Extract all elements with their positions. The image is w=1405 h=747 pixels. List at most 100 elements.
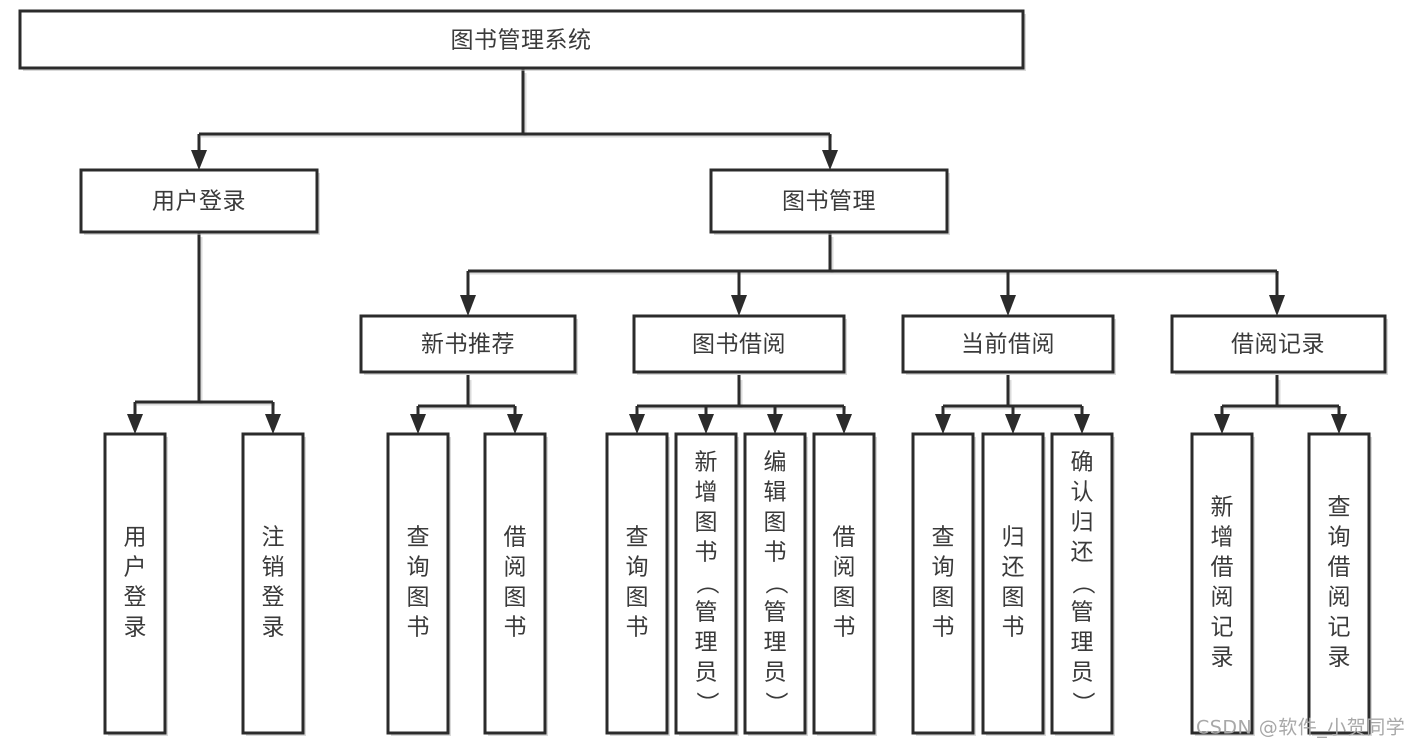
label-char: 理 bbox=[1071, 630, 1094, 656]
edge-borrowrecord-to-leaves bbox=[1214, 375, 1347, 434]
label-char: 查 bbox=[626, 525, 649, 551]
label-char: 询 bbox=[1328, 525, 1351, 551]
label-char: 图 bbox=[504, 585, 527, 611]
label-char: 新 bbox=[695, 450, 718, 476]
edge-userlogin-to-leaves bbox=[127, 232, 281, 434]
label-char: 记 bbox=[1328, 615, 1351, 641]
label-char: 归 bbox=[1002, 525, 1025, 551]
label-char: 编 bbox=[764, 450, 787, 476]
label-char: 归 bbox=[1071, 510, 1094, 536]
label-char: 图 bbox=[932, 585, 955, 611]
label-char: ） bbox=[694, 692, 720, 715]
node-new-book-recommend-label: 新书推荐 bbox=[421, 332, 515, 358]
label-char: 图 bbox=[407, 585, 430, 611]
label-char: 借 bbox=[504, 525, 527, 551]
label-char: 管 bbox=[1071, 600, 1094, 626]
label-char: 管 bbox=[695, 600, 718, 626]
label-char: 书 bbox=[833, 615, 856, 641]
label-char: ） bbox=[763, 692, 789, 715]
node-root-book-management-system[interactable]: 图书管理系统 bbox=[18, 9, 1026, 71]
leaf-node-user-login[interactable]: 用户登录 bbox=[103, 432, 168, 736]
label-char: 确 bbox=[1071, 450, 1094, 476]
node-current-borrow[interactable]: 当前借阅 bbox=[901, 314, 1116, 375]
csdn-watermark: CSDN @软件_小贺同学 bbox=[1196, 717, 1405, 739]
node-current-borrow-label: 当前借阅 bbox=[961, 332, 1055, 358]
label-char: 增 bbox=[1211, 525, 1234, 551]
label-char: 录 bbox=[124, 615, 147, 641]
label-char: 认 bbox=[1071, 480, 1094, 506]
label-char: 图 bbox=[764, 510, 787, 536]
label-char: 员 bbox=[695, 660, 718, 686]
label-char: 查 bbox=[1328, 495, 1351, 521]
node-borrow-record[interactable]: 借阅记录 bbox=[1170, 314, 1388, 375]
edge-newbook-to-leaves bbox=[410, 375, 523, 434]
label-char: 图 bbox=[833, 585, 856, 611]
label-char: 理 bbox=[695, 630, 718, 656]
label-char: 书 bbox=[407, 615, 430, 641]
label-char: 录 bbox=[1328, 645, 1351, 671]
node-book-borrow-label: 图书借阅 bbox=[692, 332, 786, 358]
label-char: 新 bbox=[1211, 495, 1234, 521]
label-char: 图 bbox=[1002, 585, 1025, 611]
label-char: 借 bbox=[1328, 555, 1351, 581]
node-book-borrow[interactable]: 图书借阅 bbox=[632, 314, 847, 375]
label-char: ） bbox=[1070, 692, 1096, 715]
label-char: （ bbox=[694, 572, 720, 595]
node-user-login[interactable]: 用户登录 bbox=[79, 168, 320, 235]
label-char: 书 bbox=[626, 615, 649, 641]
node-book-management[interactable]: 图书管理 bbox=[709, 168, 950, 235]
label-char: 借 bbox=[833, 525, 856, 551]
label-char: 录 bbox=[1211, 645, 1234, 671]
node-root-label: 图书管理系统 bbox=[451, 28, 592, 54]
label-char: 阅 bbox=[1328, 585, 1351, 611]
label-char: 询 bbox=[932, 555, 955, 581]
edge-bookborrow-to-leaves bbox=[629, 375, 852, 434]
edge-currentborrow-to-leaves bbox=[935, 375, 1090, 434]
label-char: 阅 bbox=[504, 555, 527, 581]
label-char: 书 bbox=[932, 615, 955, 641]
label-char: 询 bbox=[626, 555, 649, 581]
label-char: 理 bbox=[764, 630, 787, 656]
node-borrow-record-label: 借阅记录 bbox=[1231, 332, 1325, 358]
label-char: 书 bbox=[504, 615, 527, 641]
node-book-management-label: 图书管理 bbox=[782, 189, 876, 215]
label-char: 书 bbox=[695, 540, 718, 566]
label-char: 图 bbox=[695, 510, 718, 536]
label-char: 员 bbox=[764, 660, 787, 686]
label-char: 图 bbox=[626, 585, 649, 611]
label-char: 书 bbox=[764, 540, 787, 566]
label-char: 销 bbox=[262, 555, 285, 581]
label-char: （ bbox=[763, 572, 789, 595]
label-char: 录 bbox=[262, 615, 285, 641]
label-char: 阅 bbox=[1211, 585, 1234, 611]
label-char: （ bbox=[1070, 572, 1096, 595]
label-char: 询 bbox=[407, 555, 430, 581]
leaf-node-user-login-label: 用户登录 bbox=[124, 525, 147, 641]
node-new-book-recommend[interactable]: 新书推荐 bbox=[359, 314, 578, 375]
label-char: 登 bbox=[262, 585, 285, 611]
label-char: 还 bbox=[1002, 555, 1025, 581]
